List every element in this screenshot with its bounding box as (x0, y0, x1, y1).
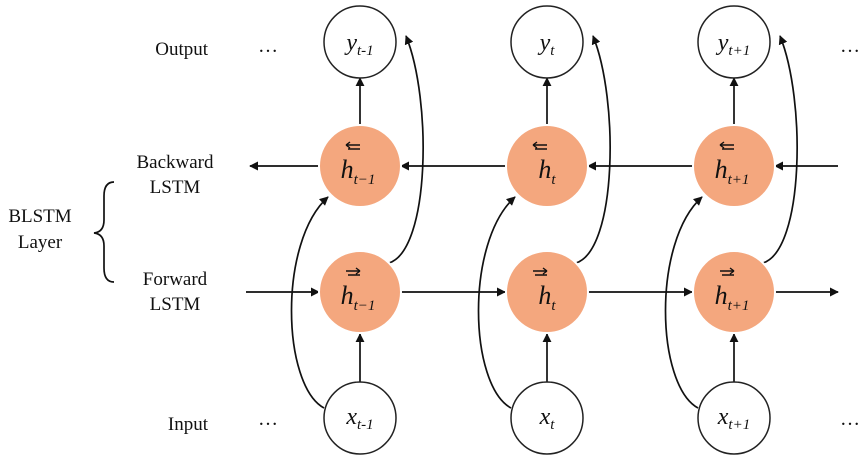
output-label: Output (155, 39, 209, 60)
col2-input-to-backward (477, 196, 516, 409)
svg-text:ht+1: ht+1 (715, 281, 750, 314)
direction-accents (345, 141, 735, 276)
backward-lstm-label-line1: Backward (136, 152, 214, 173)
blstm-layer-label-line2: Layer (18, 232, 63, 253)
output-ellipsis-left: … (258, 35, 278, 57)
backward-hidden-circle-3 (692, 124, 776, 208)
input-node-2: xt (510, 381, 584, 455)
forward-hidden-node-2: ht (505, 250, 589, 334)
svg-text:xt: xt (539, 404, 556, 433)
forward-hidden-circle-2 (505, 250, 589, 334)
svg-text:xt+1: xt+1 (717, 404, 750, 433)
forward-hidden-node-3: ht+1 (692, 250, 776, 334)
col3-forward-to-output (762, 35, 798, 264)
forward-hidden-node-1: ht−1 (318, 250, 402, 334)
svg-text:yt+1: yt+1 (716, 30, 750, 59)
output-node-1: yt-1 (323, 5, 397, 79)
backward-hidden-node-1: ht−1 (318, 124, 402, 208)
svg-text:yt-1: yt-1 (344, 30, 373, 59)
col3-input-to-backward (664, 196, 703, 409)
forward-lstm-label-line1: Forward (143, 269, 208, 290)
backward-hidden-node-3: ht+1 (692, 124, 776, 208)
backward-hidden-circle-2 (505, 124, 589, 208)
svg-text:ht+1: ht+1 (715, 155, 750, 188)
blstm-brace (93, 181, 115, 283)
svg-text:ht: ht (538, 281, 556, 314)
output-node-2: yt (510, 5, 584, 79)
col2-forward-to-output (575, 35, 611, 264)
output-node-3: yt+1 (697, 5, 771, 79)
col1-input-to-backward (290, 196, 329, 409)
svg-text:yt: yt (538, 30, 556, 59)
svg-text:ht: ht (538, 155, 556, 188)
svg-text:ht−1: ht−1 (341, 155, 376, 188)
input-node-1: xt-1 (323, 381, 397, 455)
backward-hidden-circle-1 (318, 124, 402, 208)
svg-text:ht−1: ht−1 (341, 281, 376, 314)
forward-hidden-circle-1 (318, 250, 402, 334)
forward-lstm-label-line2: LSTM (150, 294, 201, 315)
input-label: Input (168, 414, 209, 435)
blstm-layer-label-line1: BLSTM (8, 206, 71, 227)
input-ellipsis-left: … (258, 408, 278, 430)
col1-forward-to-output (388, 35, 424, 264)
input-node-3: xt+1 (697, 381, 771, 455)
svg-text:xt-1: xt-1 (345, 404, 373, 433)
backward-lstm-label-line2: LSTM (150, 177, 201, 198)
forward-hidden-circle-3 (692, 250, 776, 334)
input-ellipsis-right: … (840, 408, 860, 430)
output-ellipsis-right: … (840, 35, 860, 57)
backward-hidden-node-2: ht (505, 124, 589, 208)
